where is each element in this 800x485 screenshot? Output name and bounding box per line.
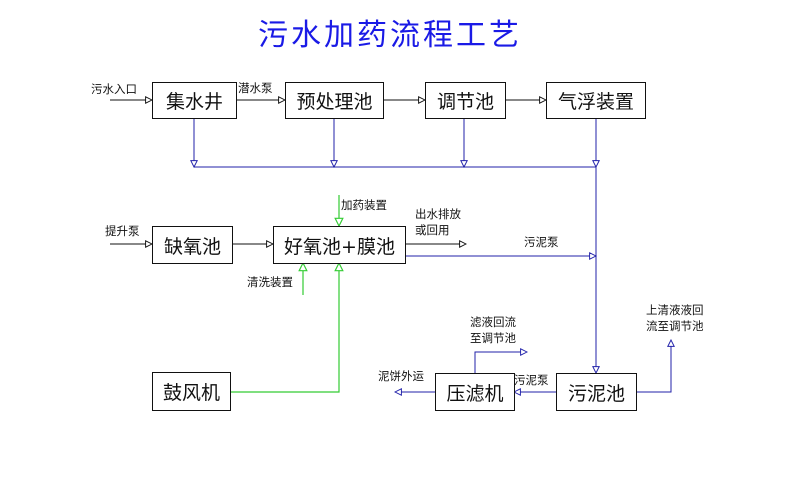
node-sludge-tank: 污泥池 — [556, 373, 637, 411]
label-supernatant-line1: 上清液液回 — [646, 303, 704, 317]
node-blower: 鼓风机 — [152, 372, 231, 411]
node-air-flotation: 气浮装置 — [546, 82, 646, 119]
label-effluent-line2: 或回用 — [415, 223, 450, 237]
label-sludge-pump-upper: 污泥泵 — [524, 235, 559, 249]
filtrate-return-arrow — [474, 352, 527, 373]
label-cleaning-device: 清洗装置 — [247, 275, 293, 289]
label-submersible-pump: 潜水泵 — [238, 81, 273, 95]
supernatant-return-arrow — [636, 340, 671, 393]
label-sludge-pump-lower: 污泥泵 — [514, 373, 549, 387]
node-pretreatment-tank: 预处理池 — [285, 82, 384, 119]
label-filtrate-line1: 滤液回流 — [470, 315, 516, 329]
label-lift-pump: 提升泵 — [105, 224, 140, 238]
node-aerobic-membrane-tank: 好氧池+膜池 — [273, 226, 406, 264]
node-equalization-tank: 调节池 — [425, 82, 506, 119]
label-supernatant-line2: 流至调节池 — [646, 319, 704, 333]
label-sewage-inlet: 污水入口 — [91, 82, 137, 96]
node-anoxic-tank: 缺氧池 — [152, 226, 233, 264]
label-effluent-line1: 出水排放 — [415, 207, 461, 221]
node-filter-press: 压滤机 — [435, 373, 515, 411]
air-supply-arrow — [230, 263, 339, 393]
label-dosing-device: 加药装置 — [341, 198, 387, 212]
node-collection-well: 集水井 — [152, 82, 237, 119]
diagram-title: 污水加药流程工艺 — [258, 18, 522, 53]
label-filtrate-line2: 至调节池 — [470, 331, 516, 345]
label-cake-out: 泥饼外运 — [378, 369, 424, 383]
